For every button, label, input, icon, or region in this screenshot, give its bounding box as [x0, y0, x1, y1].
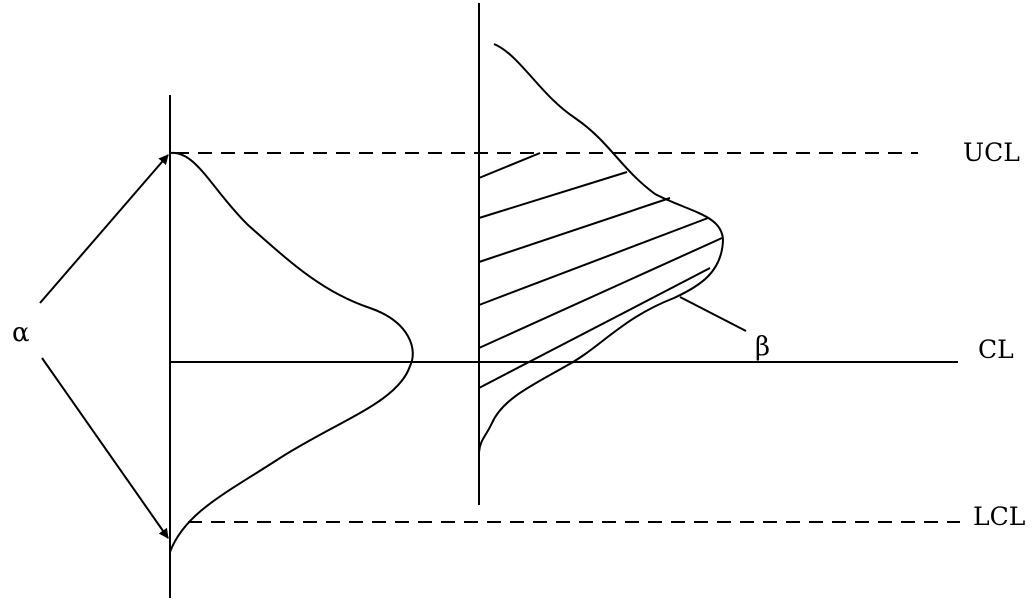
in-control-distribution-curve [169, 151, 414, 553]
hatch-line [478, 152, 541, 179]
cl-label: CL [978, 335, 1014, 364]
beta-region-hatching [478, 152, 723, 389]
alpha-arrow-lower [41, 357, 169, 539]
alpha-label: α [12, 318, 30, 348]
shifted-distribution-curve [478, 43, 725, 453]
ucl-label: UCL [963, 138, 1020, 167]
beta-label: β [755, 332, 771, 362]
hatch-line [478, 267, 711, 389]
hatch-line [478, 171, 628, 219]
beta-leader-line [679, 296, 747, 332]
hatch-line [478, 237, 723, 349]
alpha-arrow-upper [39, 154, 169, 304]
hatch-line [478, 217, 709, 306]
lcl-label: LCL [973, 502, 1026, 531]
hatch-line [478, 197, 671, 263]
